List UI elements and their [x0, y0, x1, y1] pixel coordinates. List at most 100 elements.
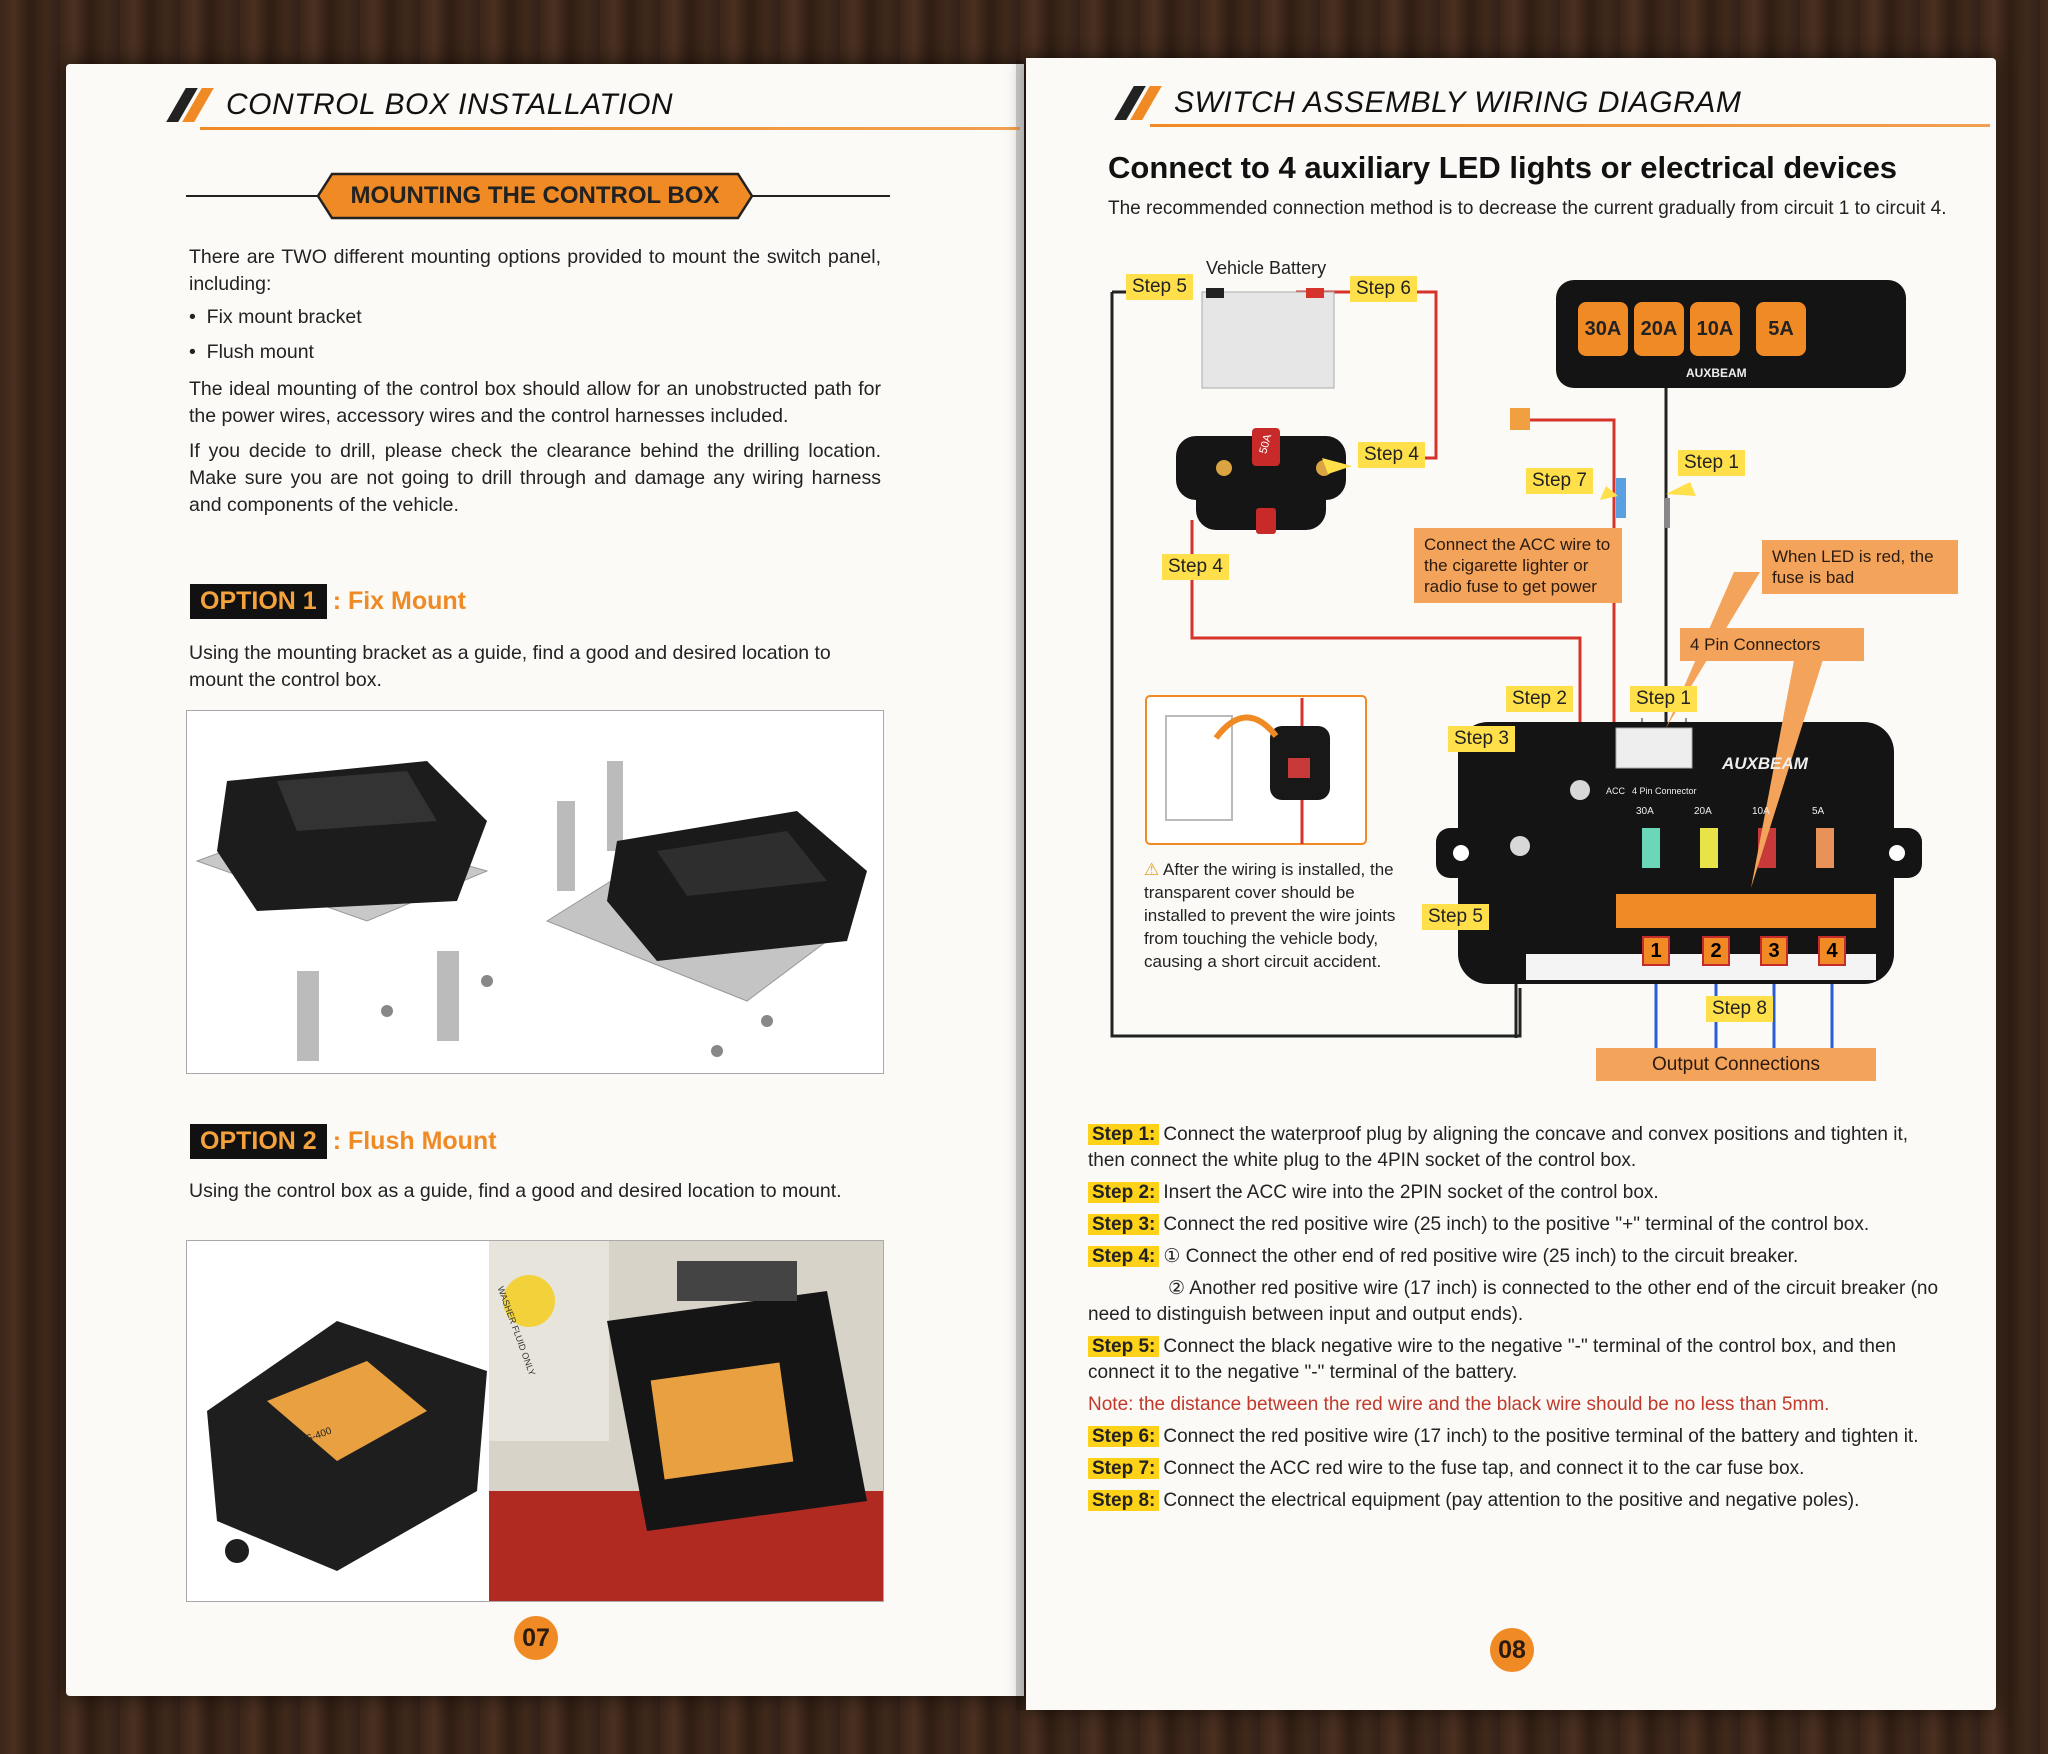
step-text: Connect the electrical equipment (pay at…	[1163, 1490, 1860, 1511]
acc-label: ACC	[1606, 786, 1626, 796]
step-row: ② Another red positive wire (17 inch) is…	[1088, 1276, 1940, 1328]
option1-name: : Fix Mount	[332, 587, 466, 615]
option1-tag: OPTION 1	[190, 584, 327, 619]
step-text: Insert the ACC wire into the 2PIN socket…	[1163, 1182, 1659, 1203]
output-number: 4	[1818, 936, 1846, 966]
option2-tag: OPTION 2	[190, 1124, 327, 1159]
banner-shape	[316, 172, 754, 220]
step7-label: Step 7	[1526, 468, 1593, 494]
right-header-title: SWITCH ASSEMBLY WIRING DIAGRAM	[1174, 86, 1742, 119]
bullet-item: • Fix mount bracket	[189, 306, 362, 328]
output-number-text: 2	[1710, 939, 1722, 962]
right-subtitle: The recommended connection method is to …	[1108, 198, 1947, 219]
switch-button-5A: 5A	[1756, 302, 1806, 356]
acc-callout: Connect the ACC wire to the cigarette li…	[1414, 528, 1622, 603]
switch-panel-brand: AUXBEAM	[1686, 366, 1747, 380]
step-label: Step 4:	[1088, 1246, 1160, 1267]
option1-heading: OPTION 1 : Fix Mount	[190, 584, 466, 619]
switch-button-label: 10A	[1696, 317, 1734, 340]
fix-mount-illustration	[195, 761, 867, 1061]
step-text: Connect the black negative wire to the n…	[1088, 1336, 1897, 1383]
step-label: Step 5:	[1088, 1336, 1160, 1357]
step-label: Step 8:	[1088, 1490, 1160, 1511]
step4-right-label: Step 4	[1358, 442, 1425, 468]
banner-title: MOUNTING THE CONTROL BOX	[350, 182, 720, 209]
mounting-banner: MOUNTING THE CONTROL BOX	[186, 172, 890, 220]
fix-mount-photo	[186, 710, 884, 1074]
step5-bottom-label: Step 5	[1422, 904, 1489, 930]
box-fuse-label: 10A	[1752, 806, 1770, 817]
step2-label: Step 2	[1506, 686, 1573, 712]
intro-text: There are TWO different mounting options…	[189, 246, 881, 295]
bullet-item: • Flush mount	[189, 341, 314, 363]
output-number: 3	[1760, 936, 1788, 966]
step-label: Step 7:	[1088, 1458, 1160, 1479]
step-label: Step 6:	[1088, 1426, 1160, 1447]
flush-mount-photo: WASHER FLUID ONLY XS-400	[186, 1240, 884, 1602]
step-text: Connect the ACC red wire to the fuse tap…	[1163, 1458, 1805, 1479]
control-box-brand: AUXBEAM	[1722, 754, 1808, 773]
bullet-text: Flush mount	[206, 341, 314, 363]
drill-warning-text: If you decide to drill, please check the…	[189, 440, 881, 516]
cover-warning-text: After the wiring is installed, the trans…	[1144, 860, 1396, 971]
vehicle-battery-label: Vehicle Battery	[1206, 258, 1327, 278]
output-number-text: 1	[1650, 939, 1662, 962]
step8-label: Step 8	[1706, 996, 1773, 1022]
step-label: Step 2:	[1088, 1182, 1160, 1203]
step-text: Connect the red positive wire (17 inch) …	[1163, 1426, 1919, 1447]
switch-button-label: 20A	[1640, 317, 1678, 340]
step-note: Note: the distance between the red wire …	[1088, 1394, 1830, 1415]
output-number: 2	[1702, 936, 1730, 966]
box-fuse-label: 20A	[1694, 806, 1712, 817]
step-row: Step 1:Connect the waterproof plug by al…	[1088, 1122, 1940, 1174]
led-callout: When LED is red, the fuse is bad	[1762, 540, 1958, 594]
cover-warning: ⚠ After the wiring is installed, the tra…	[1144, 858, 1404, 973]
wiring-diagram: Vehicle Battery 30A 20A 10A 5A AUXBEAM 5…	[1106, 258, 1966, 1098]
left-header: CONTROL BOX INSTALLATION	[166, 88, 673, 122]
header-slash-icon	[1114, 86, 1162, 120]
step-text: Connect the waterproof plug by aligning …	[1088, 1124, 1909, 1171]
steps-list: Step 1:Connect the waterproof plug by al…	[1088, 1122, 1940, 1520]
step-label: Step 3:	[1088, 1214, 1160, 1235]
output-connections-callout: Output Connections	[1596, 1048, 1876, 1081]
step4-left-label: Step 4	[1162, 554, 1229, 580]
output-number-text: 4	[1826, 939, 1838, 962]
switch-button-label: 30A	[1584, 317, 1622, 340]
box-fuse-label: 5A	[1812, 806, 1825, 817]
step5-top-label: Step 5	[1126, 274, 1193, 300]
pin-connector-label: 4 Pin Connector	[1632, 786, 1697, 796]
clearance-text: The ideal mounting of the control box sh…	[189, 378, 881, 427]
right-header: SWITCH ASSEMBLY WIRING DIAGRAM	[1114, 86, 1742, 120]
right-page-number: 08	[1490, 1628, 1534, 1672]
step-row: Step 6:Connect the red positive wire (17…	[1088, 1424, 1940, 1450]
step-text: Connect the red positive wire (25 inch) …	[1163, 1214, 1870, 1235]
step-row: Step 3:Connect the red positive wire (25…	[1088, 1212, 1940, 1238]
step1-mid-label: Step 1	[1630, 686, 1697, 712]
switch-button-30A: 30A	[1578, 302, 1628, 356]
option1-text: Using the mounting bracket as a guide, f…	[189, 642, 831, 691]
step-row: Step 4:① Connect the other end of red po…	[1088, 1244, 1940, 1270]
step-text: ① Connect the other end of red positive …	[1163, 1246, 1799, 1267]
switch-panel: 30A 20A 10A 5A	[1578, 302, 1806, 356]
flush-mount-illustration	[207, 1241, 883, 1601]
output-number: 1	[1642, 936, 1670, 966]
right-title: Connect to 4 auxiliary LED lights or ele…	[1108, 150, 1898, 185]
left-page-number: 07	[514, 1616, 558, 1660]
step-row: Step 8:Connect the electrical equipment …	[1088, 1488, 1940, 1514]
option2-name: : Flush Mount	[332, 1127, 497, 1155]
right-header-rule	[1150, 124, 1990, 127]
output-number-text: 3	[1768, 939, 1780, 962]
step-row: Step 2:Insert the ACC wire into the 2PIN…	[1088, 1180, 1940, 1206]
option2-text: Using the control box as a guide, find a…	[189, 1180, 842, 1202]
header-slash-icon	[166, 88, 214, 122]
left-header-rule	[200, 127, 1020, 130]
step-label: Step 1:	[1088, 1124, 1160, 1145]
option2-heading: OPTION 2 : Flush Mount	[190, 1124, 497, 1159]
box-fuse-label: 30A	[1636, 806, 1654, 817]
step-text: ② Another red positive wire (17 inch) is…	[1088, 1278, 1939, 1325]
switch-button-10A: 10A	[1690, 302, 1740, 356]
step3-label: Step 3	[1448, 726, 1515, 752]
warning-icon: ⚠	[1144, 860, 1160, 879]
switch-button-20A: 20A	[1634, 302, 1684, 356]
step-row: Step 7:Connect the ACC red wire to the f…	[1088, 1456, 1940, 1482]
